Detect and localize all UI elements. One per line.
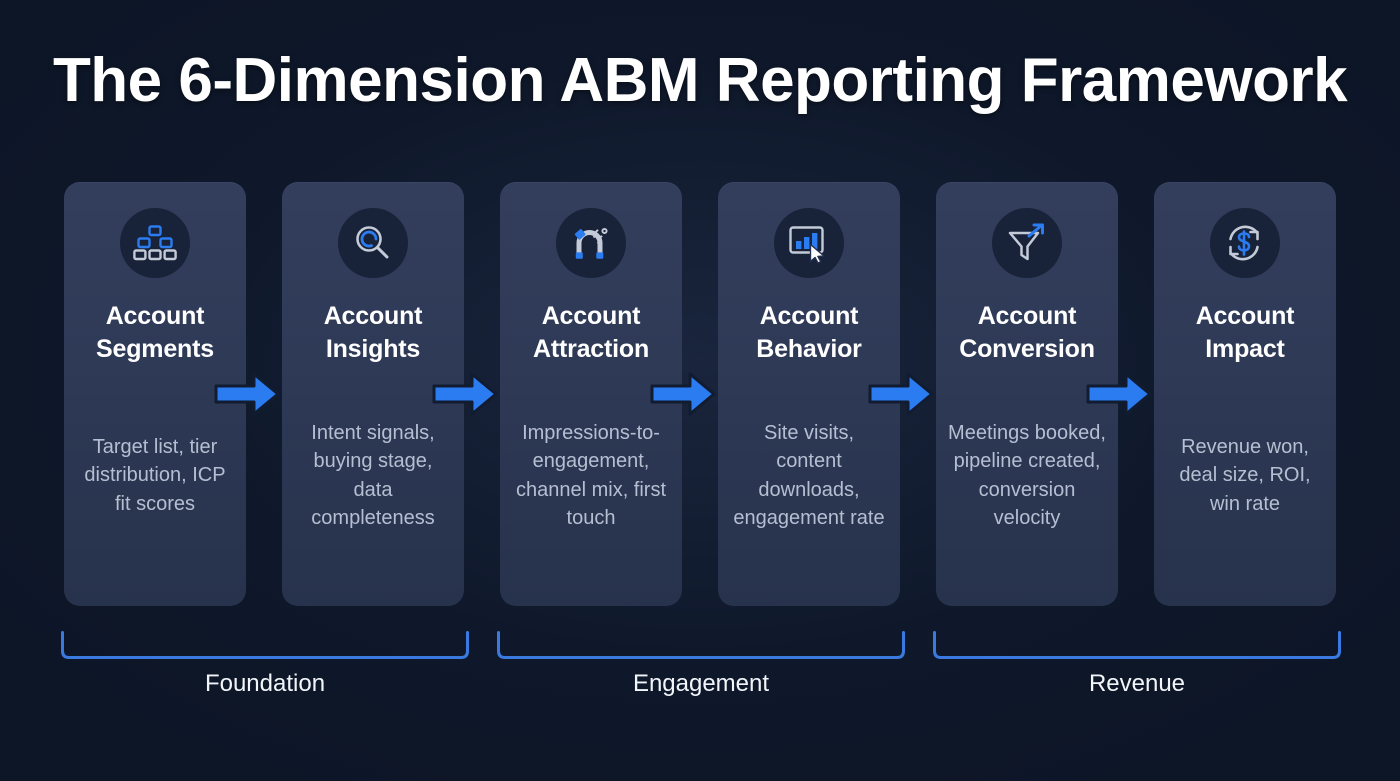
connector-arrow-4 — [868, 371, 934, 417]
stage-title: Account Insights — [324, 300, 423, 365]
connector-arrow-3 — [650, 371, 716, 417]
magnet-icon — [556, 208, 626, 278]
magnifying-glass-icon — [338, 208, 408, 278]
dollar-cycle-icon — [1210, 208, 1280, 278]
stage-title-line2: Impact — [1205, 334, 1285, 363]
stage-title-line1: Account — [323, 302, 423, 330]
stage-title-line2: Attraction — [532, 334, 650, 363]
connector-arrow-1 — [214, 371, 280, 417]
stage-description: Target list, tier distribution, ICP fit … — [84, 435, 226, 515]
stage-title-line1: Account — [105, 302, 205, 330]
pyramid-stack-icon — [120, 208, 190, 278]
stage-title-line2: Segments — [96, 334, 214, 363]
group-label-revenue: Revenue — [1088, 670, 1186, 697]
stage-title: Account Attraction — [533, 300, 649, 365]
connector-arrow-5 — [1086, 371, 1152, 417]
stage-title: Account Conversion — [959, 300, 1095, 365]
stage-title-line1: Account — [1195, 302, 1295, 330]
stage-title-line1: Account — [977, 302, 1077, 330]
stage-title-line2: Insights — [325, 334, 421, 363]
stage-card-account-impact[interactable]: Account Impact Revenue won, deal size, R… — [1154, 182, 1336, 606]
stage-description: Site visits, content downloads, engageme… — [733, 421, 885, 529]
stage-description: Impressions-to-engagement, channel mix, … — [515, 421, 667, 529]
stage-title-line1: Account — [759, 302, 859, 330]
stage-title: Account Segments — [96, 300, 214, 365]
group-bracket-engagement — [497, 631, 905, 659]
group-bracket-revenue — [933, 631, 1341, 659]
stage-description: Meetings booked, pipeline created, conve… — [948, 421, 1106, 529]
group-label-foundation: Foundation — [204, 670, 326, 697]
funnel-arrow-icon — [992, 208, 1062, 278]
bar-chart-cursor-icon — [774, 208, 844, 278]
stage-title-line2: Behavior — [756, 334, 862, 363]
page-title: The 6-Dimension ABM Reporting Framework — [52, 46, 1348, 115]
stage-title-line1: Account — [541, 302, 641, 330]
stage-card-row: Account Segments Target list, tier distr… — [64, 182, 1336, 606]
stage-title-line2: Conversion — [959, 334, 1095, 363]
stage-description: Intent signals, buying stage, data compl… — [311, 421, 435, 529]
group-label-engagement: Engagement — [632, 670, 770, 697]
group-bracket-foundation — [61, 631, 469, 659]
stage-title: Account Behavior — [756, 300, 862, 365]
connector-arrow-2 — [432, 371, 498, 417]
stage-title: Account Impact — [1196, 300, 1295, 365]
stage-description: Revenue won, deal size, ROI, win rate — [1179, 435, 1311, 515]
